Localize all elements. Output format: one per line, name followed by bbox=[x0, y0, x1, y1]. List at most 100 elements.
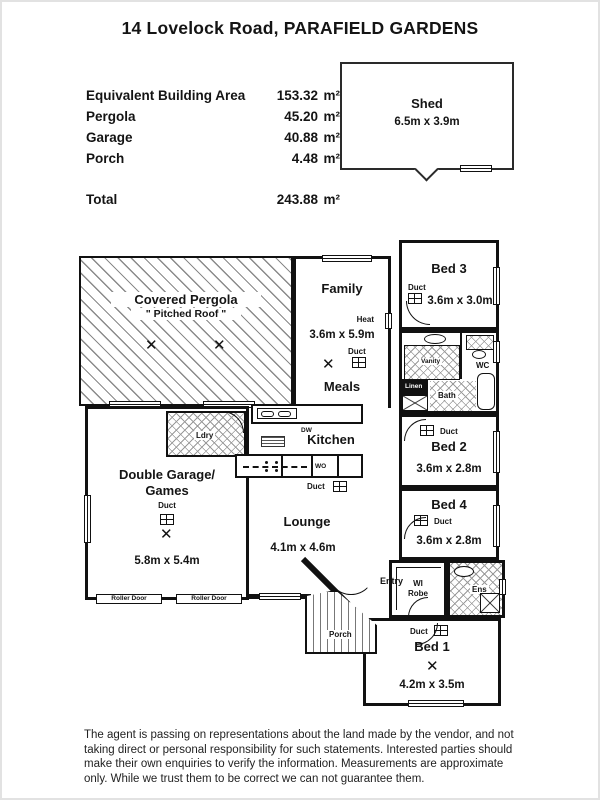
duct-label: Duct bbox=[408, 283, 426, 292]
burner-dot bbox=[275, 469, 278, 472]
row-label: Equivalent Building Area bbox=[86, 88, 246, 103]
duct-label: Duct bbox=[434, 517, 452, 526]
kitchen-bench-lower: WO bbox=[235, 454, 363, 478]
total-value: 243.88 bbox=[276, 192, 318, 207]
room-bed3: Bed 3 Duct 3.6m x 3.0m bbox=[399, 240, 500, 330]
vanity-label: Vanity bbox=[419, 358, 443, 365]
entry-label: Entry bbox=[380, 576, 404, 586]
ceiling-fan-icon: ✕ bbox=[160, 525, 173, 543]
duct-label: Duct bbox=[307, 482, 325, 491]
bed3-dims: 3.6m x 3.0m bbox=[427, 295, 493, 307]
shed-name: Shed bbox=[411, 96, 443, 111]
disclaimer-text: The agent is passing on representations … bbox=[84, 729, 514, 786]
burner-dot bbox=[265, 469, 268, 472]
meals-name: Meals bbox=[323, 379, 361, 394]
shed-dims: 6.5m x 3.9m bbox=[394, 116, 460, 128]
duct-icon bbox=[333, 481, 347, 492]
basin-icon bbox=[424, 334, 446, 344]
roller-door: Roller Door bbox=[176, 594, 242, 604]
row-value: 153.32 bbox=[276, 88, 318, 103]
toilet-cistern-icon bbox=[466, 335, 494, 350]
row-unit: m² bbox=[323, 130, 341, 145]
wc-window bbox=[493, 341, 500, 363]
sink-bowl-icon bbox=[278, 411, 291, 417]
ceiling-fan-icon: ✕ bbox=[426, 657, 439, 675]
table-row: Equivalent Building Area 153.32 m² bbox=[86, 88, 340, 103]
bed2-name: Bed 2 bbox=[431, 439, 467, 454]
duct-label: Duct bbox=[440, 427, 458, 436]
bathtub-icon bbox=[477, 373, 495, 410]
room-bathroom: Vanity WC Linen Bath bbox=[399, 330, 500, 414]
cooktop-line bbox=[243, 466, 307, 468]
bed4-window bbox=[493, 505, 500, 547]
duct-icon bbox=[414, 515, 428, 526]
room-porch: Porch bbox=[305, 590, 377, 654]
bed1-name: Bed 1 bbox=[414, 639, 450, 654]
shower-icon bbox=[480, 593, 500, 613]
bench-divider bbox=[337, 456, 339, 476]
heater-marker bbox=[385, 313, 392, 329]
duct-icon-wrap bbox=[88, 511, 246, 529]
ceiling-fan-icon: ✕ bbox=[145, 336, 158, 354]
bed2-door bbox=[404, 419, 426, 441]
bed3-name: Bed 3 bbox=[431, 261, 467, 276]
lounge-name: Lounge bbox=[283, 514, 331, 529]
page-title: 14 Lovelock Road, PARAFIELD GARDENS bbox=[121, 18, 479, 38]
bed1-window bbox=[408, 700, 464, 707]
wc-wall bbox=[460, 333, 462, 379]
sink-icon bbox=[257, 408, 297, 419]
bed2-window bbox=[493, 431, 500, 473]
duct-icon bbox=[420, 425, 434, 436]
row-unit: m² bbox=[323, 151, 341, 166]
duct-icon bbox=[160, 514, 174, 526]
wirobe-label2: Robe bbox=[408, 589, 428, 598]
kitchen-bench-top bbox=[251, 404, 363, 424]
pergola-subtitle: " Pitched Roof " bbox=[131, 308, 241, 320]
bed4-dims: 3.6m x 2.8m bbox=[416, 535, 482, 547]
sink-bowl-icon bbox=[261, 411, 274, 417]
wall-oven-label: WO bbox=[315, 463, 327, 470]
cupboard-icon bbox=[402, 395, 428, 411]
dishwasher-label: DW bbox=[301, 427, 312, 434]
cooktop-icon bbox=[261, 436, 285, 447]
duct-label: Duct bbox=[348, 347, 366, 356]
burner-dot bbox=[265, 461, 268, 464]
row-label: Garage bbox=[86, 130, 133, 145]
garage-name-line2: Games bbox=[145, 483, 189, 498]
area-table: Equivalent Building Area 153.32 m² Pergo… bbox=[86, 88, 340, 213]
laundry-label: Ldry bbox=[194, 431, 216, 440]
garage-window bbox=[84, 495, 91, 543]
total-label: Total bbox=[86, 192, 118, 207]
table-total-row: Total 243.88 m² bbox=[86, 192, 340, 207]
ceiling-fan-icon: ✕ bbox=[213, 336, 226, 354]
duct-label: Duct bbox=[158, 501, 176, 510]
table-row: Pergola 45.20 m² bbox=[86, 109, 340, 124]
duct-icon bbox=[434, 625, 448, 636]
ens-label: Ens bbox=[470, 585, 489, 594]
family-dims: 3.6m x 5.9m bbox=[309, 329, 375, 341]
row-value: 40.88 bbox=[284, 130, 318, 145]
pergola-name: Covered Pergola bbox=[111, 292, 261, 307]
room-ens: Ens bbox=[447, 560, 506, 618]
garage-name-line1: Double Garage/ bbox=[118, 467, 216, 482]
row-unit: m² bbox=[323, 88, 341, 103]
porch-label: Porch bbox=[327, 630, 354, 639]
lounge-window bbox=[259, 593, 301, 600]
vanity-area: Vanity bbox=[404, 345, 460, 380]
duct-icon bbox=[352, 357, 366, 368]
family-name: Family bbox=[321, 281, 363, 296]
duct-label: Duct bbox=[410, 627, 428, 636]
bed1-dims: 4.2m x 3.5m bbox=[399, 679, 465, 691]
table-row: Garage 40.88 m² bbox=[86, 130, 340, 145]
roller-door: Roller Door bbox=[96, 594, 162, 604]
row-unit: m² bbox=[323, 109, 341, 124]
bed3-window bbox=[493, 267, 500, 305]
toilet-bowl-icon bbox=[472, 350, 486, 359]
room-laundry: Ldry bbox=[166, 411, 246, 457]
room-wirobe: WI Robe bbox=[389, 560, 447, 618]
room-pergola: Covered Pergola " Pitched Roof " ✕ ✕ bbox=[79, 256, 293, 408]
bed4-name: Bed 4 bbox=[431, 497, 467, 512]
bed3-door bbox=[406, 301, 430, 325]
bed4-door bbox=[404, 517, 426, 539]
room-bed2: Duct Bed 2 3.6m x 2.8m bbox=[399, 414, 500, 488]
